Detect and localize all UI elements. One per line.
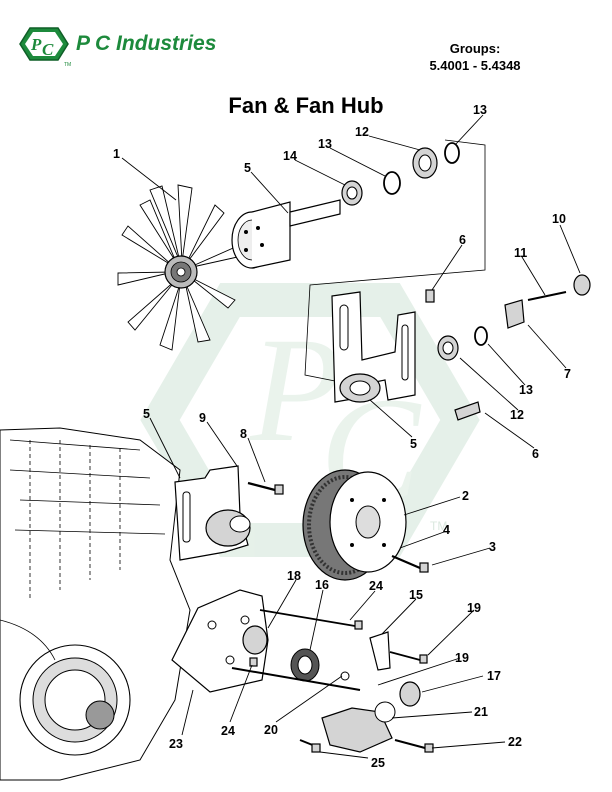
callout-4: 4: [443, 523, 450, 537]
callout-9: 9: [199, 411, 206, 425]
svg-text:C: C: [42, 40, 54, 59]
svg-text:P: P: [30, 35, 42, 54]
callout-14: 14: [283, 149, 297, 163]
callout-13: 13: [519, 383, 533, 397]
page-title: Fan & Fan Hub: [228, 93, 384, 118]
upper-bearings: [341, 142, 460, 206]
callout-18: 18: [287, 569, 301, 583]
groups-label: Groups:: [449, 41, 501, 56]
fan-blades: [117, 184, 243, 351]
callout-19: 19: [455, 651, 469, 665]
svg-text:P: P: [249, 307, 342, 473]
callout-13: 13: [473, 103, 487, 117]
engine-block: [0, 427, 191, 781]
front-cover: [171, 589, 269, 693]
callout-16: 16: [315, 578, 329, 592]
callout-20: 20: [264, 723, 278, 737]
callout-24: 24: [369, 579, 383, 593]
bracket-fasteners: [425, 274, 591, 421]
company-logo: P C TM: [19, 27, 71, 68]
callout-5: 5: [410, 437, 417, 451]
callout-2: 2: [462, 489, 469, 503]
lower-bracket: [174, 465, 251, 561]
callout-21: 21: [474, 705, 488, 719]
fan-drive-clutch: [302, 469, 407, 581]
callout-25: 25: [371, 756, 385, 770]
callout-1: 1: [113, 147, 120, 161]
callout-23: 23: [169, 737, 183, 751]
groups-range: 5.4001 - 5.4348: [429, 58, 521, 73]
callout-24: 24: [221, 724, 235, 738]
callout-17: 17: [487, 669, 501, 683]
lower-bolts: [247, 481, 429, 573]
fan-hub-shaft: [231, 199, 341, 269]
callout-8: 8: [240, 427, 247, 441]
callout-6: 6: [459, 233, 466, 247]
callout-22: 22: [508, 735, 522, 749]
callout-5: 5: [143, 407, 150, 421]
callout-7: 7: [564, 367, 571, 381]
callout-labels: 1 5 14 13 12 13 6 10 11 7 13 12 5 6 5 9 …: [113, 103, 571, 770]
leader-lines: [121, 114, 581, 759]
callout-6: 6: [532, 447, 539, 461]
callout-12: 12: [510, 408, 524, 422]
idler-parts: [231, 609, 434, 753]
callout-10: 10: [552, 212, 566, 226]
callout-12: 12: [355, 125, 369, 139]
callout-5: 5: [244, 161, 251, 175]
fan-bracket: [331, 291, 416, 403]
callout-15: 15: [409, 588, 423, 602]
callout-19: 19: [467, 601, 481, 615]
callout-11: 11: [514, 246, 527, 260]
callout-13: 13: [318, 137, 332, 151]
groups-block: Groups: 5.4001 - 5.4348: [420, 40, 530, 74]
svg-text:TM: TM: [64, 62, 71, 68]
watermark-tm: TM: [430, 519, 447, 533]
company-name: P C Industries: [76, 32, 217, 55]
callout-3: 3: [489, 540, 496, 554]
group-outline: [304, 139, 486, 391]
